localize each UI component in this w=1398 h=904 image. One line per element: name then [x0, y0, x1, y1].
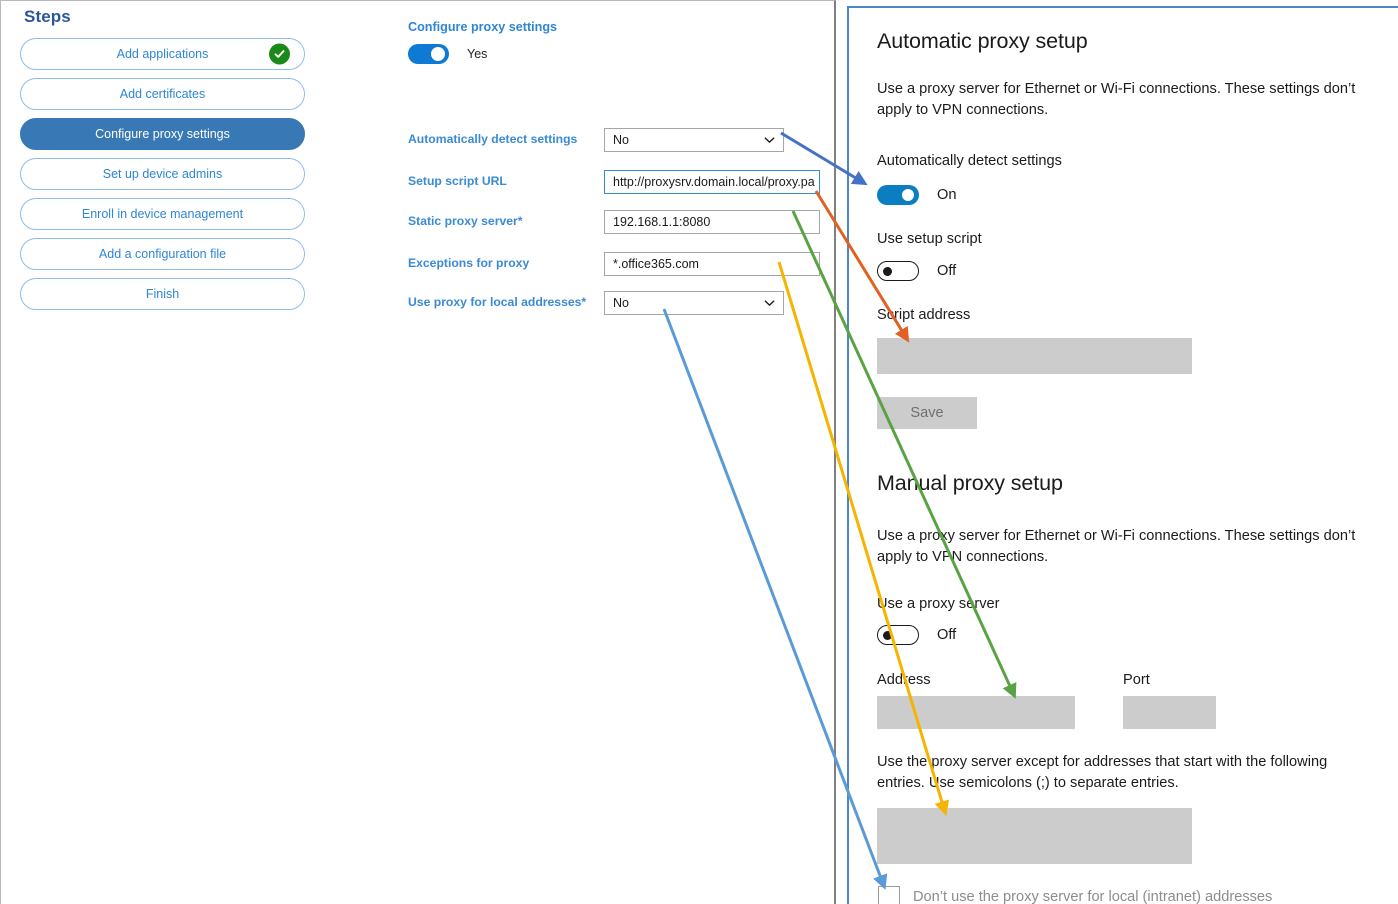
- field-use-proxy-for-local-addresses: Use proxy for local addresses* No: [408, 291, 828, 317]
- toggle-switch-off[interactable]: [877, 261, 919, 281]
- check-circle-icon: [269, 43, 290, 65]
- steps-column: Steps Add applications Add certificates …: [20, 7, 305, 318]
- configure-proxy-toggle[interactable]: Yes: [408, 44, 487, 64]
- toggle-switch-on[interactable]: [408, 44, 449, 64]
- script-address-input[interactable]: [877, 338, 1192, 374]
- toggle-knob: [902, 189, 914, 201]
- script-address-label: Script address: [877, 307, 971, 323]
- automatically-detect-settings-toggle[interactable]: On: [877, 185, 956, 205]
- windows-proxy-settings-panel: Automatic proxy setup Use a proxy server…: [847, 6, 1398, 904]
- automatic-proxy-setup-heading: Automatic proxy setup: [877, 29, 1088, 53]
- step-button-add-a-configuration-file[interactable]: Add a configuration file: [20, 238, 305, 270]
- toggle-state-label: Off: [937, 263, 957, 279]
- bypass-local-addresses-checkbox-row[interactable]: Don’t use the proxy server for local (in…: [878, 886, 1272, 904]
- manual-proxy-setup-heading: Manual proxy setup: [877, 471, 1063, 495]
- chevron-down-icon: [764, 298, 775, 309]
- field-automatically-detect-settings: Automatically detect settings No: [408, 128, 828, 154]
- step-label: Set up device admins: [102, 167, 223, 181]
- step-button-enroll-in-device-management[interactable]: Enroll in device management: [20, 198, 305, 230]
- checkbox-unchecked-icon[interactable]: [878, 886, 900, 904]
- field-label: Automatically detect settings: [408, 132, 578, 146]
- step-button-add-applications[interactable]: Add applications: [20, 38, 305, 70]
- bypass-local-addresses-label: Don’t use the proxy server for local (in…: [913, 889, 1273, 904]
- step-label: Add a configuration file: [98, 247, 227, 261]
- form-heading: Configure proxy settings: [408, 20, 558, 34]
- step-button-set-up-device-admins[interactable]: Set up device admins: [20, 158, 305, 190]
- automatic-proxy-description: Use a proxy server for Ethernet or Wi-Fi…: [877, 81, 1356, 118]
- step-button-add-certificates[interactable]: Add certificates: [20, 78, 305, 110]
- field-exceptions-for-proxy: Exceptions for proxy *.office365.com: [408, 252, 828, 278]
- step-label: Configure proxy settings: [95, 127, 230, 141]
- port-input[interactable]: [1123, 696, 1216, 729]
- chevron-down-icon: [764, 135, 775, 146]
- input-value: http://proxysrv.domain.local/proxy.pa: [613, 175, 815, 189]
- required-asterisk: *: [517, 214, 523, 228]
- use-a-proxy-server-toggle[interactable]: Off: [877, 625, 956, 645]
- toggle-knob: [883, 267, 892, 276]
- automatically-detect-settings-label: Automatically detect settings: [877, 153, 1062, 169]
- step-label: Add applications: [116, 47, 209, 61]
- exceptions-for-proxy-input[interactable]: *.office365.com: [604, 252, 820, 276]
- field-label: Static proxy server*: [408, 214, 523, 228]
- field-static-proxy-server: Static proxy server* 192.168.1.1:8080: [408, 210, 828, 236]
- select-value: No: [613, 133, 629, 147]
- toggle-state-label: Off: [937, 627, 957, 643]
- toggle-knob: [883, 631, 892, 640]
- use-a-proxy-server-label: Use a proxy server: [877, 596, 1000, 612]
- step-label: Add certificates: [119, 87, 206, 101]
- toggle-state-label: On: [937, 187, 957, 203]
- toggle-knob: [431, 47, 445, 61]
- input-value: 192.168.1.1:8080: [613, 215, 711, 229]
- address-input[interactable]: [877, 696, 1075, 729]
- select-value: No: [613, 296, 629, 310]
- exceptions-input[interactable]: [877, 808, 1192, 864]
- toggle-value-label: Yes: [467, 47, 488, 61]
- field-label: Setup script URL: [408, 174, 507, 188]
- step-label: Enroll in device management: [81, 207, 244, 221]
- field-label: Use proxy for local addresses*: [408, 295, 587, 309]
- save-button[interactable]: Save: [877, 397, 977, 429]
- toggle-switch-on[interactable]: [877, 185, 919, 205]
- static-proxy-server-input[interactable]: 192.168.1.1:8080: [604, 210, 820, 234]
- exceptions-description: Use the proxy server except for addresse…: [877, 754, 1328, 791]
- automatically-detect-settings-select[interactable]: No: [604, 128, 784, 152]
- use-setup-script-label: Use setup script: [877, 231, 982, 247]
- step-label: Finish: [145, 287, 180, 301]
- toggle-switch-off[interactable]: [877, 625, 919, 645]
- step-button-configure-proxy-settings[interactable]: Configure proxy settings: [20, 118, 305, 150]
- input-value: *.office365.com: [613, 257, 699, 271]
- manual-proxy-description: Use a proxy server for Ethernet or Wi-Fi…: [877, 528, 1356, 565]
- use-proxy-for-local-addresses-select[interactable]: No: [604, 291, 784, 315]
- setup-script-url-input[interactable]: http://proxysrv.domain.local/proxy.pa: [604, 170, 820, 194]
- field-setup-script-url: Setup script URL http://proxysrv.domain.…: [408, 170, 828, 196]
- required-asterisk: *: [581, 295, 587, 309]
- step-button-finish[interactable]: Finish: [20, 278, 305, 310]
- port-label: Port: [1123, 672, 1150, 688]
- address-label: Address: [877, 672, 931, 688]
- use-setup-script-toggle[interactable]: Off: [877, 261, 956, 281]
- field-label: Exceptions for proxy: [408, 256, 530, 270]
- steps-heading: Steps: [24, 7, 71, 26]
- wizard-pane: Steps Add applications Add certificates …: [0, 0, 836, 904]
